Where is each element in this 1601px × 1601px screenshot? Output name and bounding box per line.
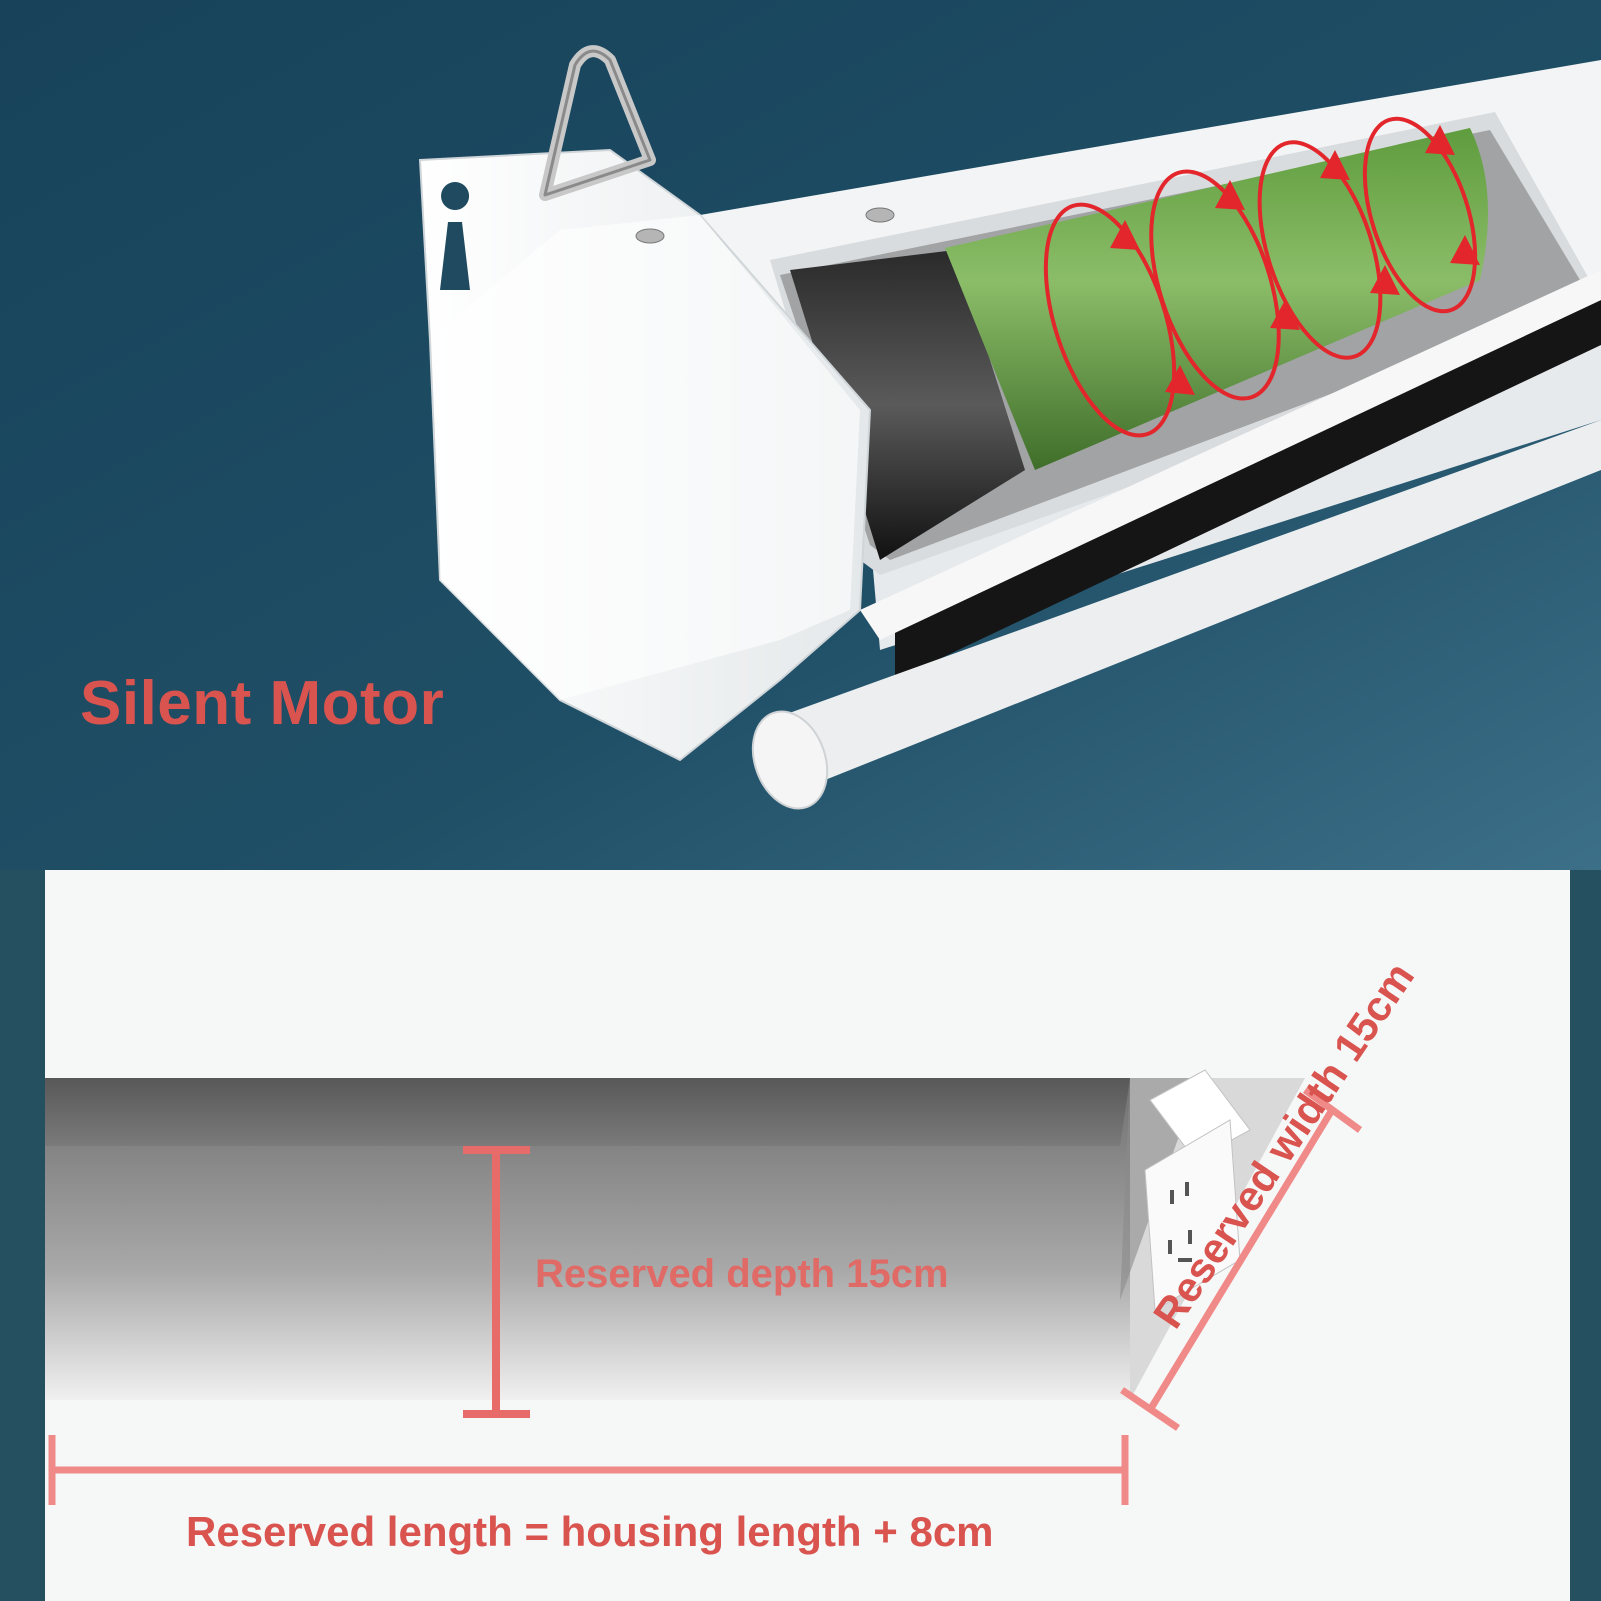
motor-housing-illustration: [0, 0, 1601, 870]
bottom-bar: [770, 420, 1601, 790]
motor-end-cap: [790, 250, 1025, 560]
ceiling-recess-diagram: [0, 870, 1601, 1601]
keyhole-mount: [440, 182, 470, 290]
bottom-bar-endcap: [751, 710, 829, 810]
recess-top-strip: [45, 1078, 1130, 1146]
reserved-length-label: Reserved length = housing length + 8cm: [186, 1508, 994, 1555]
arrow-heads: [1110, 125, 1480, 395]
length-marker: [48, 1435, 1129, 1505]
screw: [635, 228, 665, 244]
recess-channel: [45, 1078, 1130, 1400]
dimension-panel: [0, 870, 1601, 1601]
silent-motor-heading: Silent Motor: [80, 669, 445, 738]
width-marker: [1120, 1087, 1363, 1431]
socket-holes: [1168, 1182, 1192, 1262]
reserved-depth-label: Reserved depth 15cm: [535, 1252, 949, 1296]
depth-marker: [463, 1146, 530, 1418]
rotation-arrows: [1043, 116, 1478, 438]
screen-fabric-slot: [895, 300, 1601, 680]
motor-illustration-panel: Silent Motor: [0, 0, 1601, 870]
screw: [865, 207, 895, 223]
